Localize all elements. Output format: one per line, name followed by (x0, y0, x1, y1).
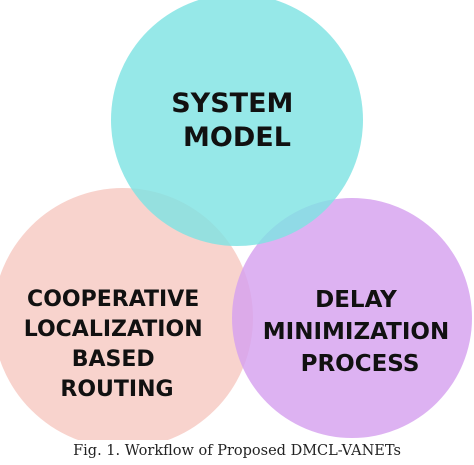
figure-caption: Fig. 1. Workflow of Proposed DMCL-VANETs (73, 443, 401, 459)
label-delay-minimization: DELAY MINIMIZATION PROCESS (263, 287, 457, 377)
label-cooperative-localization: COOPERATIVE LOCALIZATION BASED ROUTING (24, 287, 211, 402)
label-line: ROUTING (60, 377, 173, 402)
label-line: PROCESS (301, 351, 420, 377)
label-system-model: SYSTEM MODEL (171, 88, 303, 153)
label-line: BASED (72, 347, 155, 372)
label-line: DELAY (315, 287, 397, 313)
venn-diagram: SYSTEM MODEL COOPERATIVE LOCALIZATION BA… (0, 0, 472, 440)
label-line: MINIMIZATION (263, 319, 449, 345)
label-line: COOPERATIVE (27, 287, 199, 312)
label-line: SYSTEM (171, 88, 293, 119)
circle-system-model (111, 0, 363, 246)
label-line: LOCALIZATION (24, 317, 203, 342)
label-line: MODEL (183, 122, 291, 153)
circle-cooperative-localization (0, 188, 253, 440)
circle-delay-minimization (232, 198, 472, 438)
